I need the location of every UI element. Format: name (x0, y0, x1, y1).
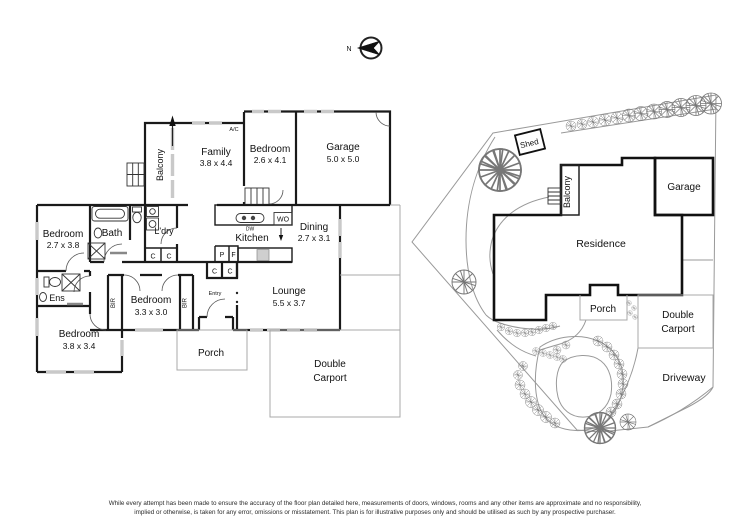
tree-band-line (560, 108, 717, 134)
bir2-label: BIR (183, 297, 189, 308)
garage-label: Garage (326, 142, 360, 153)
shed-outline (513, 128, 547, 156)
lounge-dims: 5.5 x 3.7 (273, 298, 306, 308)
ensuite-fixtures (39, 273, 83, 306)
site-porch-outline (579, 295, 628, 321)
kitchen-arrow-icon (278, 228, 284, 241)
family-dims: 3.8 x 4.4 (200, 158, 233, 168)
floor-plan-outdoor-lines (176, 204, 401, 418)
bedroom2-label: Bedroom (43, 229, 84, 240)
bedroom1-dims: 2.6 x 4.1 (254, 155, 287, 165)
site-stairs-icon (547, 187, 562, 205)
floor-plan-walls (35, 110, 392, 374)
north-label: N (346, 46, 351, 53)
bedroom3-dims: 3.3 x 3.0 (135, 307, 168, 317)
porch-label: Porch (198, 348, 224, 359)
cupboard4-label: C (227, 269, 232, 276)
site-plan: Shed Balcony Garage Residence Porch Doub… (411, 92, 723, 450)
driveway-label: Driveway (662, 372, 706, 384)
bedroom4-label: Bedroom (59, 329, 100, 340)
north-arrow-icon (356, 40, 381, 56)
internal-stairs-icon (244, 187, 270, 205)
entry-label: Entry (209, 291, 222, 297)
residence-label: Residence (576, 238, 626, 250)
dining-label: Dining (300, 222, 328, 233)
disclaimer-line1: While every attempt has been made to ens… (109, 500, 642, 507)
site-carport-outline (637, 294, 714, 349)
dining-dims: 2.7 x 3.1 (298, 233, 331, 243)
cupboard1-label: C (150, 254, 155, 261)
bedroom1-label: Bedroom (250, 144, 291, 155)
balcony-label: Balcony (155, 148, 165, 181)
garage-dims: 5.0 x 5.0 (327, 154, 360, 164)
carport-label-1: Double (314, 359, 346, 370)
floor-plan: Balcony Family 3.8 x 4.4 A/C Bedroom 2.6… (35, 109, 401, 418)
ac-label: A/C (229, 127, 238, 133)
site-carport-label-1: Double (662, 310, 694, 321)
site-balcony-label: Balcony (562, 175, 572, 208)
shed-label: Shed (519, 137, 539, 150)
laundry-fixtures (146, 206, 159, 231)
north-indicator: N (346, 36, 383, 60)
site-garage-label: Garage (667, 182, 701, 193)
balcony-stairs-icon (126, 162, 145, 187)
bath-fixtures (87, 206, 142, 260)
ensuite-label: Ens (49, 293, 65, 303)
kitchen-label: Kitchen (235, 233, 268, 244)
bath-label: Bath (102, 228, 123, 239)
family-label: Family (201, 147, 230, 158)
kitchen-fixtures (214, 204, 293, 263)
laundry-label: L'dry (154, 226, 174, 236)
pantry-label: P (220, 252, 225, 259)
wall-oven-label: WO (277, 217, 290, 224)
site-porch-label: Porch (590, 304, 616, 315)
disclaimer-line2: implied or otherwise, is taken for any e… (134, 509, 616, 516)
site-carport-label-2: Carport (661, 324, 695, 335)
cupboard2-label: C (166, 254, 171, 261)
disclaimer: While every attempt has been made to ens… (109, 500, 642, 516)
bedroom2-dims: 2.7 x 3.8 (47, 240, 80, 250)
dishwasher-label: DW (246, 227, 255, 233)
balcony-arrow-icon (169, 115, 176, 146)
floor-plan-doors (65, 111, 391, 331)
bedroom4-dims: 3.8 x 3.4 (63, 341, 96, 351)
site-garage-outline (653, 156, 715, 217)
carport-label-2: Carport (313, 373, 347, 384)
lounge-label: Lounge (272, 286, 306, 297)
bedroom3-label: Bedroom (131, 295, 172, 306)
bir1-label: BIR (111, 297, 117, 308)
floor-plan-windows (35, 109, 342, 374)
fridge-label: F (231, 252, 235, 259)
cupboard3-label: C (212, 269, 217, 276)
